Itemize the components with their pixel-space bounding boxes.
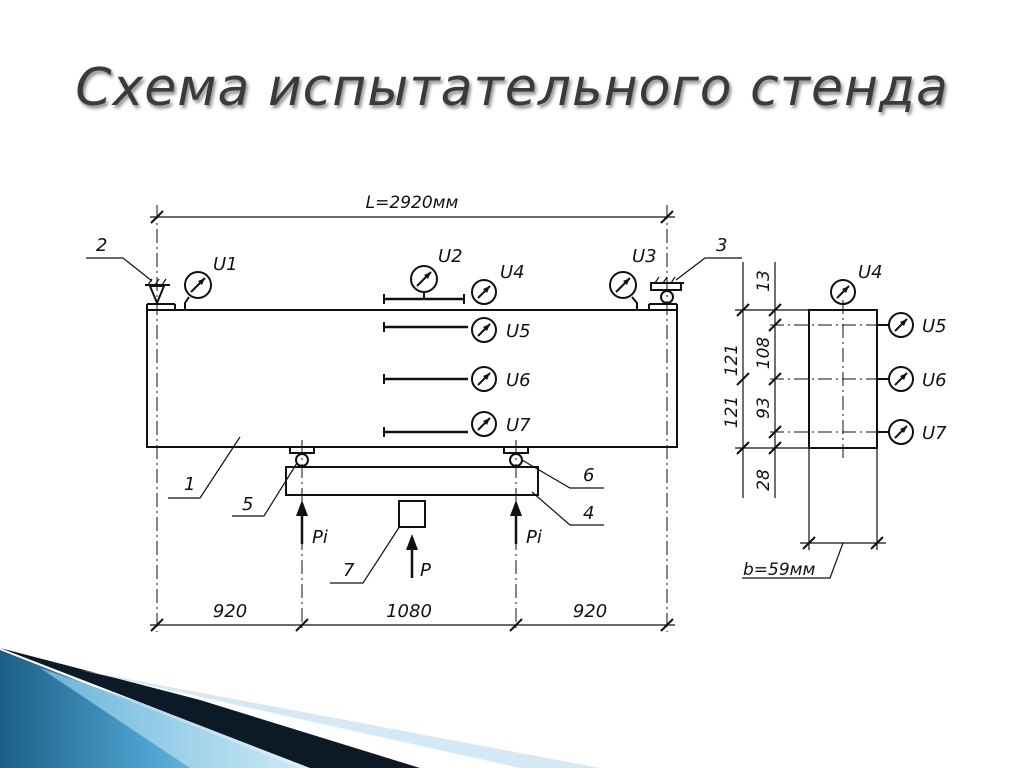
width-label: b=59мм bbox=[743, 560, 815, 580]
gauge-u2-label: U2 bbox=[438, 246, 463, 267]
gauge-u2: U2 bbox=[383, 246, 465, 304]
gauge-u1-label: U1 bbox=[213, 254, 238, 275]
dimension-spans: 920 1080 920 bbox=[150, 601, 675, 632]
gauge-u6-label: U6 bbox=[506, 370, 531, 391]
span-left-label: 920 bbox=[213, 601, 247, 622]
callout-4: 4 bbox=[583, 503, 594, 524]
gauge-u5: U5 bbox=[383, 317, 531, 343]
callout-6: 6 bbox=[583, 465, 594, 486]
beam bbox=[146, 303, 678, 448]
gauge-u5-label: U5 bbox=[506, 321, 531, 342]
dimension-length: L=2920мм bbox=[150, 193, 675, 224]
section-u6-label: U6 bbox=[922, 370, 947, 391]
section-u5-label: U5 bbox=[922, 316, 947, 337]
callout-lines: 1 4 5 6 7 bbox=[168, 436, 604, 584]
section-gauge-u7: U7 bbox=[877, 419, 947, 445]
section-gauge-u6: U6 bbox=[877, 366, 947, 392]
section-gauge-u4: U4 bbox=[830, 262, 883, 305]
load-pi-right: Pi bbox=[526, 527, 542, 548]
cross-section bbox=[770, 300, 886, 550]
gauge-u7: U7 bbox=[383, 411, 531, 437]
gauge-u3: U3 bbox=[609, 246, 657, 310]
support-left: 2 bbox=[86, 235, 170, 306]
decorative-wave bbox=[0, 648, 600, 768]
height-28: 28 bbox=[754, 469, 774, 491]
slide-title: Схема испытательного стенда bbox=[75, 58, 949, 118]
section-u4-label: U4 bbox=[858, 262, 883, 283]
height-108: 108 bbox=[754, 337, 774, 370]
gauge-u4: U4 bbox=[471, 262, 525, 305]
callout-7: 7 bbox=[343, 560, 355, 581]
load-arrows: Pi Pi P bbox=[296, 500, 542, 581]
height-13: 13 bbox=[754, 270, 774, 292]
span-mid-label: 1080 bbox=[386, 601, 432, 622]
gauge-u6: U6 bbox=[383, 366, 531, 392]
support-right: 3 bbox=[650, 235, 742, 304]
load-beam bbox=[285, 446, 539, 496]
height-121-top: 121 bbox=[722, 344, 742, 376]
callout-3: 3 bbox=[716, 235, 727, 256]
section-gauge-u5: U5 bbox=[877, 312, 947, 338]
load-p: P bbox=[420, 560, 431, 581]
length-label: L=2920мм bbox=[366, 193, 459, 213]
height-121-bottom: 121 bbox=[722, 396, 742, 428]
gauge-u3-label: U3 bbox=[632, 246, 657, 267]
callout-2: 2 bbox=[96, 235, 107, 256]
load-pi-left: Pi bbox=[312, 527, 328, 548]
callout-1: 1 bbox=[184, 474, 195, 495]
gauge-u7-label: U7 bbox=[506, 415, 531, 436]
callout-5: 5 bbox=[242, 494, 253, 515]
height-93: 93 bbox=[754, 397, 774, 419]
section-u7-label: U7 bbox=[922, 423, 947, 444]
dimension-width: b=59мм bbox=[742, 536, 886, 580]
gauge-u1: U1 bbox=[184, 254, 238, 310]
span-right-label: 920 bbox=[573, 601, 607, 622]
gauge-u4-label: U4 bbox=[500, 262, 525, 283]
dimension-heights: 121 121 13 108 93 28 bbox=[722, 262, 809, 498]
